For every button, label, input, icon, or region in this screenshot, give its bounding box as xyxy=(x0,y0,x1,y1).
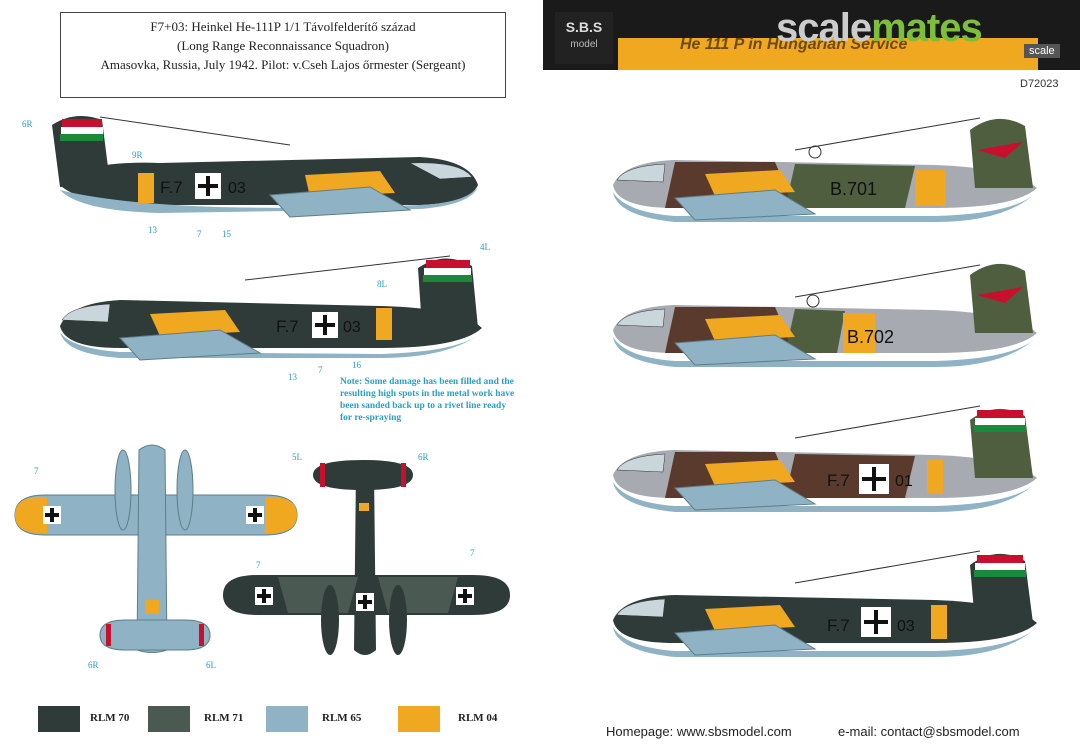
watermark-accent: mates xyxy=(871,6,983,50)
side-view-right-1: B.701 xyxy=(613,117,1037,222)
homepage-link[interactable]: Homepage: www.sbsmodel.com xyxy=(606,724,792,739)
right3-code-a: F.7 xyxy=(827,471,850,490)
label-rlm65: RLM 65 xyxy=(322,712,362,724)
left2-code-b: 03 xyxy=(343,319,361,336)
underside-view xyxy=(14,444,298,653)
product-code: D72023 xyxy=(1020,78,1059,90)
callout-7c: 7 xyxy=(34,466,39,476)
callout-5l: 5L xyxy=(292,452,302,462)
left1-code-a: F.7 xyxy=(160,178,183,197)
callout-9r: 9R xyxy=(132,150,143,160)
sbs-logo: S.B.S model xyxy=(555,12,613,64)
callout-7a: 7 xyxy=(197,229,202,239)
email-link[interactable]: e-mail: contact@sbsmodel.com xyxy=(838,724,1020,739)
label-rlm04: RLM 04 xyxy=(458,712,498,724)
caption-line-2: (Long Range Reconnaissance Squadron) xyxy=(177,38,389,53)
callout-4l: 4L xyxy=(480,242,490,252)
color-legend: RLM 70 RLM 71 RLM 65 RLM 04 xyxy=(0,706,560,736)
side-view-right-2: B.702 xyxy=(613,263,1037,367)
side-view-right-3: F.7 01 xyxy=(613,405,1037,512)
side-view-left-2: F.7 03 xyxy=(60,255,482,361)
swatch-rlm70 xyxy=(38,706,80,732)
right3-code-b: 01 xyxy=(895,473,913,490)
series-title: He 111 P in Hungarian Service xyxy=(680,36,908,53)
right1-code: B.701 xyxy=(830,179,877,199)
callout-6r2: 6R xyxy=(418,452,429,462)
left1-code-b: 03 xyxy=(228,180,246,197)
callout-6l: 6L xyxy=(206,660,216,670)
swatch-rlm71 xyxy=(148,706,190,732)
swatch-rlm65 xyxy=(266,706,308,732)
side-view-left-1: F.7 03 xyxy=(52,116,478,218)
watermark-main: scale xyxy=(776,6,872,50)
caption-line-1: F7+03: Heinkel He-111P 1/1 Távolfelderít… xyxy=(150,19,416,34)
callout-16b: 16 xyxy=(352,360,361,370)
side-view-right-4: F.7 03 xyxy=(613,550,1037,657)
logo-top: S.B.S xyxy=(565,19,603,35)
right2-code: B.702 xyxy=(847,327,894,347)
left2-code-a: F.7 xyxy=(276,317,299,336)
brand-stripe xyxy=(618,38,1038,70)
callout-6r3: 6R xyxy=(88,660,99,670)
right4-code-b: 03 xyxy=(897,618,915,635)
swatch-rlm04 xyxy=(398,706,440,732)
callout-7b: 7 xyxy=(318,365,323,375)
callout-7e: 7 xyxy=(470,548,475,558)
label-rlm71: RLM 71 xyxy=(204,712,244,724)
callout-6r: 6R xyxy=(22,119,33,129)
callout-8l: 8L xyxy=(377,279,387,289)
upper-view xyxy=(223,460,510,655)
callout-13b: 13 xyxy=(288,372,297,382)
scalemates-watermark: scalemates xyxy=(776,6,983,51)
right4-code-a: F.7 xyxy=(827,616,850,635)
watermark-sub: scale xyxy=(1024,44,1060,58)
callout-7d: 7 xyxy=(256,560,261,570)
caption-line-3: Amasovka, Russia, July 1942. Pilot: v.Cs… xyxy=(100,57,466,72)
damage-note: Note: Some damage has been filled and th… xyxy=(340,377,515,423)
callout-13a: 13 xyxy=(148,225,157,235)
logo-bottom: model xyxy=(570,39,598,50)
callout-15a: 15 xyxy=(222,229,231,239)
caption-box: F7+03: Heinkel He-111P 1/1 Távolfelderít… xyxy=(60,12,506,98)
label-rlm70: RLM 70 xyxy=(90,712,130,724)
